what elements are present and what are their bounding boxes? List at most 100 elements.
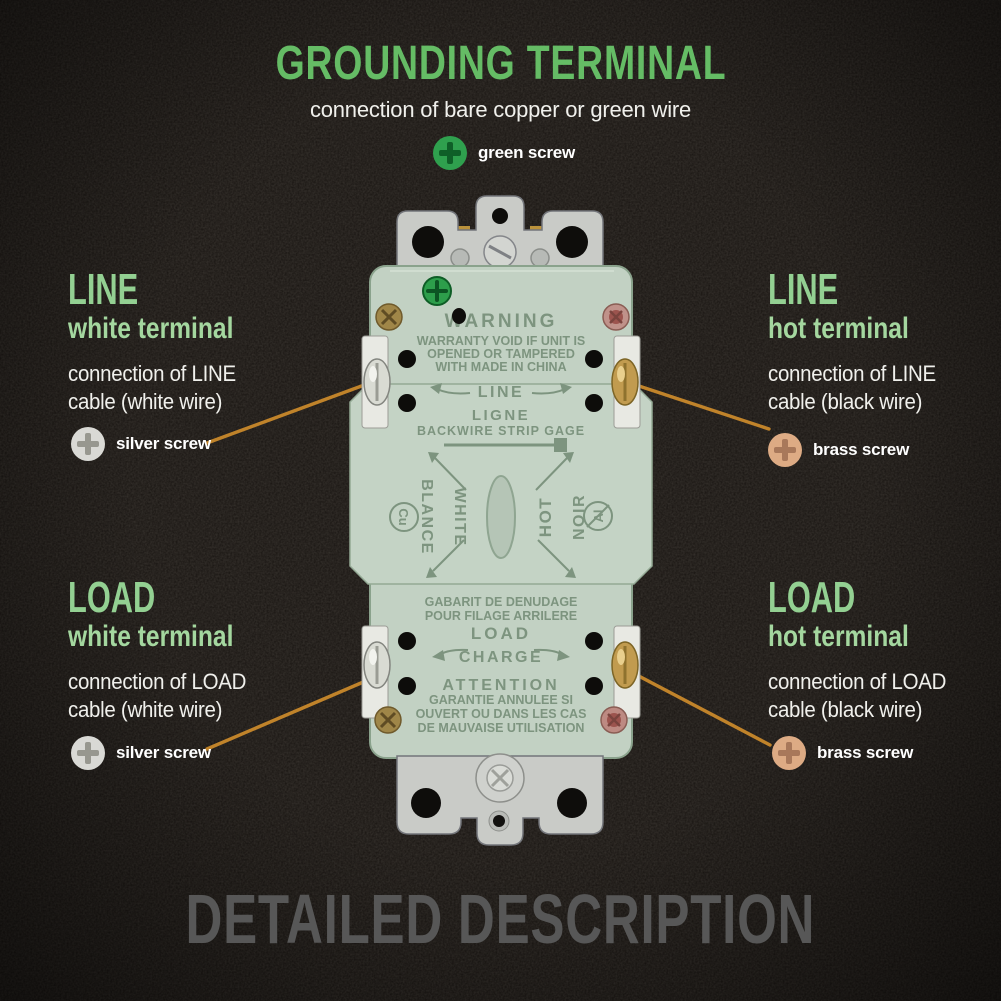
diag-arrow-up-left-head [428,452,439,463]
pointer-line-load-hot [631,671,772,747]
footer-title: DETAILED DESCRIPTION [185,880,816,958]
strap-dimple-left [450,248,470,268]
annotation-subheading: hot terminal [768,312,909,346]
screw-legend: brass screw [772,736,913,770]
engraving-noir: NOIR [571,494,588,540]
screw-legend-label: brass screw [817,743,914,762]
diag-arrow-down-right-head [565,567,576,578]
screws-and-holes [363,276,639,734]
annotation-load-white: LOAD white terminal connection of LOAD c… [68,573,318,770]
description-line: connection of LINE [68,361,236,387]
diag-arrow-up-left [434,457,467,491]
engraving-attention: ATTENTION [442,677,559,694]
engraving-hot: HOT [536,497,555,537]
pointer-line-line-white [205,382,369,445]
brass-terminal-screw-line [611,358,639,406]
screw-legend: silver screw [71,736,211,770]
silver-terminal-screw-load [363,641,391,689]
diag-arrow-up-right [535,457,568,491]
footer: DETAILED DESCRIPTION [0,884,1001,954]
description-line: connection of LOAD [768,669,947,695]
aluminum-no-slash [586,504,610,528]
engraving-warning: WARNING [445,311,558,332]
strap-dimple-right [530,248,550,268]
strap-center-screw-slot [488,244,512,260]
diag-arrow-up-right-head [563,452,574,463]
engraving-attention-3: DE MAUVAISE UTILISATION [418,721,585,735]
corner-screw-top-right [602,303,630,331]
page-subtitle: connection of bare copper or green wire [309,97,692,122]
ground-wire-hole [452,308,466,324]
screw-legend: brass screw [768,433,909,467]
green-screw-label: green screw [478,143,576,162]
center-oval-slot [486,475,516,559]
pointer-line-line-hot [631,382,771,431]
annotation-description: connection of LINE cable (white wire) [68,360,301,415]
backwire-holes [398,350,603,695]
annotation-description: connection of LINE cable (black wire) [768,360,1001,415]
engraving-charge: CHARGE [459,649,543,666]
engraving-blance: BLANCE [418,479,435,555]
green-screw-icon [433,136,467,170]
annotation-heading: LINE [768,265,839,314]
engraving-warranty-1: WARRANTY VOID IF UNIT IS [417,334,586,348]
page-title: GROUNDING TERMINAL [275,37,726,90]
strap-mount-hole-bottom-right [557,788,587,818]
annotation-heading: LINE [68,265,139,314]
annotation-description: connection of LOAD cable (white wire) [68,668,301,723]
engraving-cu: Cu [396,508,411,525]
corner-screw-bottom-right [600,706,628,734]
corner-screw-bottom-left [374,706,402,734]
annotation-subheading: white terminal [68,312,234,346]
brass-screw-icon [768,433,802,467]
mounting-strap-bottom [396,753,604,846]
engraving-gabarit-2: POUR FILAGE ARRILERE [425,609,577,623]
annotation-heading: LOAD [68,573,156,622]
brass-screw-icon [772,736,806,770]
screw-legend-label: silver screw [116,743,211,762]
annotation-line-white: LINE white terminal connection of LINE c… [68,265,318,461]
bottom-screw-cross-2 [490,768,510,788]
annotation-subheading: hot terminal [768,620,909,654]
engraving-attention-1: GARANTIE ANNULEE SI [429,693,573,707]
silver-screw-icon [71,736,105,770]
engraving-line: LINE [478,384,524,401]
corner-screw-top-left [375,303,403,331]
brass-terminal-screw-load [611,641,639,689]
engraving-load: LOAD [471,624,531,643]
body-engravings: WARNING WARRANTY VOID IF UNIT IS OPENED … [389,311,613,735]
strap-mount-hole-left [412,226,444,258]
screw-legend-label: brass screw [813,440,910,459]
diag-arrow-down-left [432,539,465,572]
description-line: cable (black wire) [768,388,923,414]
annotation-load-hot: LOAD hot terminal connection of LOAD cab… [768,573,1001,770]
engraving-backwire-gage: BACKWIRE STRIP GAGE [417,424,585,438]
screw-legend: silver screw [71,427,211,461]
description-line: cable (black wire) [768,696,923,722]
annotation-subheading: white terminal [68,620,234,654]
engraving-white: WHITE [451,487,468,546]
copper-symbol-circle [389,502,419,532]
description-line: connection of LINE [768,361,936,387]
engraving-attention-2: OUVERT OU DANS LES CAS [416,707,587,721]
silver-screw-icon [71,427,105,461]
silver-terminal-screw-line [363,358,391,406]
annotation-line-hot: LINE hot terminal connection of LINE cab… [768,265,1001,467]
engraving-warranty-3: WITH MADE IN CHINA [435,360,566,374]
strip-gage-end-block [554,438,567,452]
description-line: connection of LOAD [68,669,247,695]
diag-arrow-down-left-head [426,567,437,578]
description-line: cable (white wire) [68,696,223,722]
green-screw-legend: green screw [433,136,575,170]
charge-arrow-left-head [432,650,445,661]
diag-arrow-down-right [537,539,570,572]
charge-arrow-right-head [557,650,570,661]
strap-mount-hole-bottom-left [411,788,441,818]
annotation-heading: LOAD [768,573,856,622]
header: GROUNDING TERMINAL connection of bare co… [0,40,1001,123]
engraving-warranty-2: OPENED OR TAMPERED [427,347,575,361]
annotation-description: connection of LOAD cable (black wire) [768,668,1001,723]
aluminum-symbol-circle [583,501,613,531]
